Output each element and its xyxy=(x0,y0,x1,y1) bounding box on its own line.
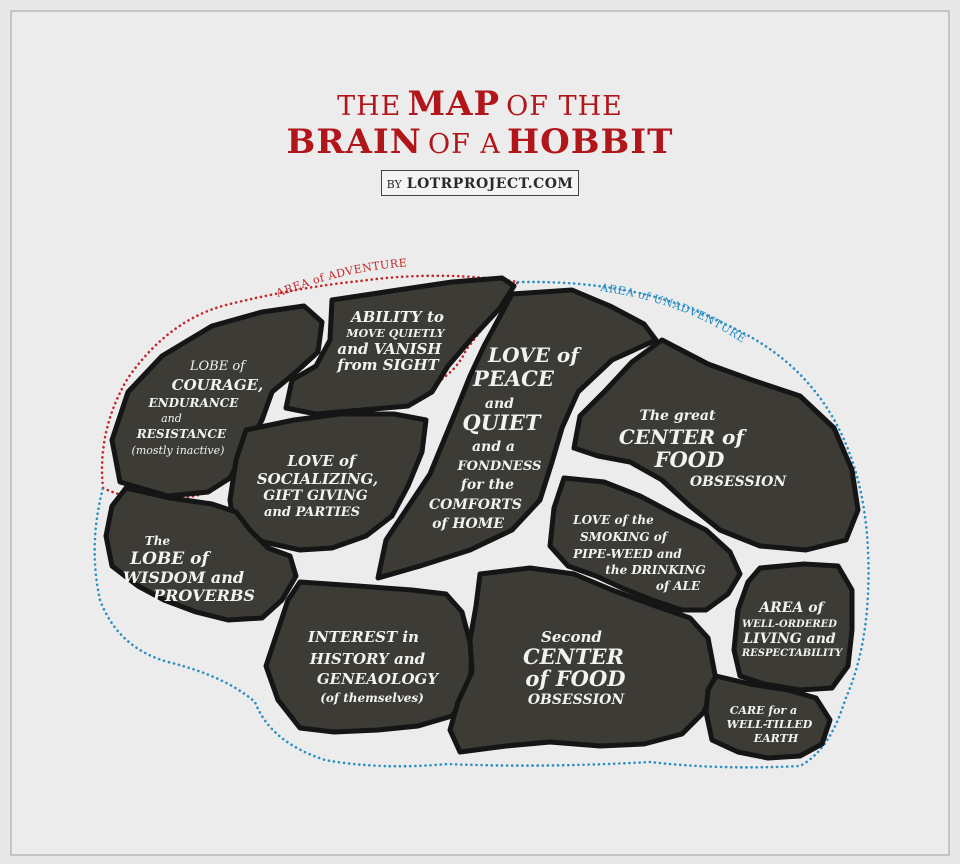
lobe-earth-line-3: EARTH xyxy=(753,732,799,745)
lobe-socializing-line-1: LOVE of xyxy=(286,452,358,470)
lobe-ability-line-4: from SIGHT xyxy=(336,356,440,374)
lobe-second-food-line-3: of FOOD xyxy=(525,666,626,691)
lobe-living-line-1: AREA of xyxy=(757,600,826,616)
title-word-brain: BRAIN xyxy=(286,122,422,162)
lobe-love-peace-line-3: and xyxy=(485,396,514,412)
byline-box: BY LOTRPROJECT.COM xyxy=(381,170,579,196)
lobe-socializing-line-2: SOCIALIZING, xyxy=(257,470,378,488)
lobe-love-peace-line-7: for the xyxy=(460,477,514,493)
lobe-love-peace xyxy=(375,287,659,581)
lobe-love-peace-line-6: FONDNESS xyxy=(456,459,541,474)
lobe-living-line-3: LIVING and xyxy=(742,631,836,647)
lobe-courage-line-1: LOBE of xyxy=(189,359,247,374)
lobe-wisdom-line-3: WISDOM and xyxy=(123,568,244,587)
lobe-second-food-line-1: Second xyxy=(541,628,602,646)
lobe-living-text: AREA of WELL-ORDERED LIVING and RESPECTA… xyxy=(741,597,843,659)
unadventure-area-outline xyxy=(93,280,870,769)
lobe-history-line-1: INTEREST in xyxy=(307,628,419,646)
lobe-history-line-4: (of themselves) xyxy=(320,691,424,705)
lobe-wisdom xyxy=(103,485,299,623)
lobe-courage-line-6: (mostly inactive) xyxy=(132,444,225,457)
title-line-1: THE MAP OF THE xyxy=(0,84,960,124)
lobe-smoking-line-2: SMOKING of xyxy=(580,530,669,544)
lobe-living-line-4: RESPECTABILITY xyxy=(741,648,843,659)
title-word-of-the: OF THE xyxy=(506,91,623,122)
lobe-great-food-line-1: The great xyxy=(639,408,716,424)
lobe-great-food-text: The great CENTER of FOOD OBSESSION xyxy=(619,405,787,490)
lobe-history-text: INTEREST in HISTORY and GENEAOLOGY (of t… xyxy=(307,627,443,705)
lobe-history xyxy=(263,579,475,735)
lobe-living xyxy=(731,561,855,693)
lobe-wisdom-line-2: LOBE of xyxy=(129,549,211,569)
title-word-the: THE xyxy=(337,91,402,122)
lobe-courage xyxy=(109,303,325,499)
lobe-wisdom-text: The LOBE of WISDOM and PROVERBS xyxy=(123,530,255,605)
lobe-ability xyxy=(283,275,517,417)
title-word-of-a: OF A xyxy=(427,129,501,160)
lobe-history-line-2: HISTORY and xyxy=(309,650,426,668)
lobe-ability-line-2: MOVE QUIETLY xyxy=(345,327,445,340)
lobe-love-peace-line-1: LOVE of xyxy=(487,343,582,367)
lobe-wisdom-line-4: PROVERBS xyxy=(152,586,255,605)
lobe-smoking-line-5: of ALE xyxy=(656,579,701,593)
lobe-second-food-line-2: CENTER xyxy=(523,644,624,669)
lobe-socializing-line-3: GIFT GIVING xyxy=(263,488,367,504)
lobe-courage-line-5: RESISTANCE xyxy=(136,427,227,441)
lobe-wisdom-line-1: The xyxy=(145,534,171,548)
lobe-ability-line-1: ABILITY to xyxy=(349,308,444,326)
lobe-earth-line-2: WELL-TILLED xyxy=(727,718,813,731)
lobe-earth-text: CARE for a WELL-TILLED EARTH xyxy=(727,699,818,745)
lobe-love-peace-text: LOVE of PEACE and QUIET and a FONDNESS f… xyxy=(429,343,584,532)
lobe-second-food-text: Second CENTER of FOOD OBSESSION xyxy=(523,627,631,708)
lobe-love-peace-line-5: and a xyxy=(472,439,515,455)
byline-site: LOTRPROJECT.COM xyxy=(406,176,574,192)
lobe-ability-text: ABILITY to MOVE QUIETLY and VANISH from … xyxy=(336,307,449,374)
lobe-love-peace-line-8: COMFORTS xyxy=(429,497,522,513)
lobe-smoking-text: LOVE of the SMOKING of PIPE-WEED and the… xyxy=(572,509,711,593)
title-line-2: BRAIN OF A HOBBIT xyxy=(0,122,960,162)
lobe-second-food xyxy=(447,565,719,755)
lobe-love-peace-line-9: of HOME xyxy=(432,516,504,532)
lobe-living-line-2: WELL-ORDERED xyxy=(742,619,837,630)
lobe-great-food xyxy=(571,337,861,553)
lobe-smoking-line-3: PIPE-WEED and xyxy=(572,547,682,561)
lobe-courage-line-4: and xyxy=(161,412,182,425)
title-word-map: MAP xyxy=(407,84,501,124)
lobe-second-food-line-4: OBSESSION xyxy=(528,692,625,708)
lobe-great-food-line-2: CENTER of xyxy=(619,425,747,449)
byline-by: BY xyxy=(386,178,402,191)
lobe-love-peace-line-4: QUIET xyxy=(462,410,541,435)
lobe-smoking-line-4: the DRINKING xyxy=(605,563,705,577)
lobe-courage-text: LOBE of COURAGE, ENDURANCE and RESISTANC… xyxy=(132,355,269,457)
lobe-courage-line-2: COURAGE, xyxy=(172,376,264,394)
lobe-smoking-line-1: LOVE of the xyxy=(572,513,654,527)
lobe-history-line-3: GENEAOLOGY xyxy=(317,670,440,688)
lobe-earth-line-1: CARE for a xyxy=(730,704,797,717)
lobe-great-food-line-3: FOOD xyxy=(654,447,725,472)
lobe-earth xyxy=(703,673,833,761)
lobe-socializing-line-4: and PARTIES xyxy=(264,505,360,520)
lobe-love-peace-line-2: PEACE xyxy=(472,366,555,391)
lobe-ability-line-3: and VANISH xyxy=(337,340,442,358)
lobe-socializing-text: LOVE of SOCIALIZING, GIFT GIVING and PAR… xyxy=(257,451,383,520)
lobe-great-food-line-4: OBSESSION xyxy=(690,474,787,490)
lobe-courage-line-3: ENDURANCE xyxy=(147,396,239,410)
title-word-hobbit: HOBBIT xyxy=(507,122,674,162)
lobe-smoking xyxy=(547,475,743,613)
